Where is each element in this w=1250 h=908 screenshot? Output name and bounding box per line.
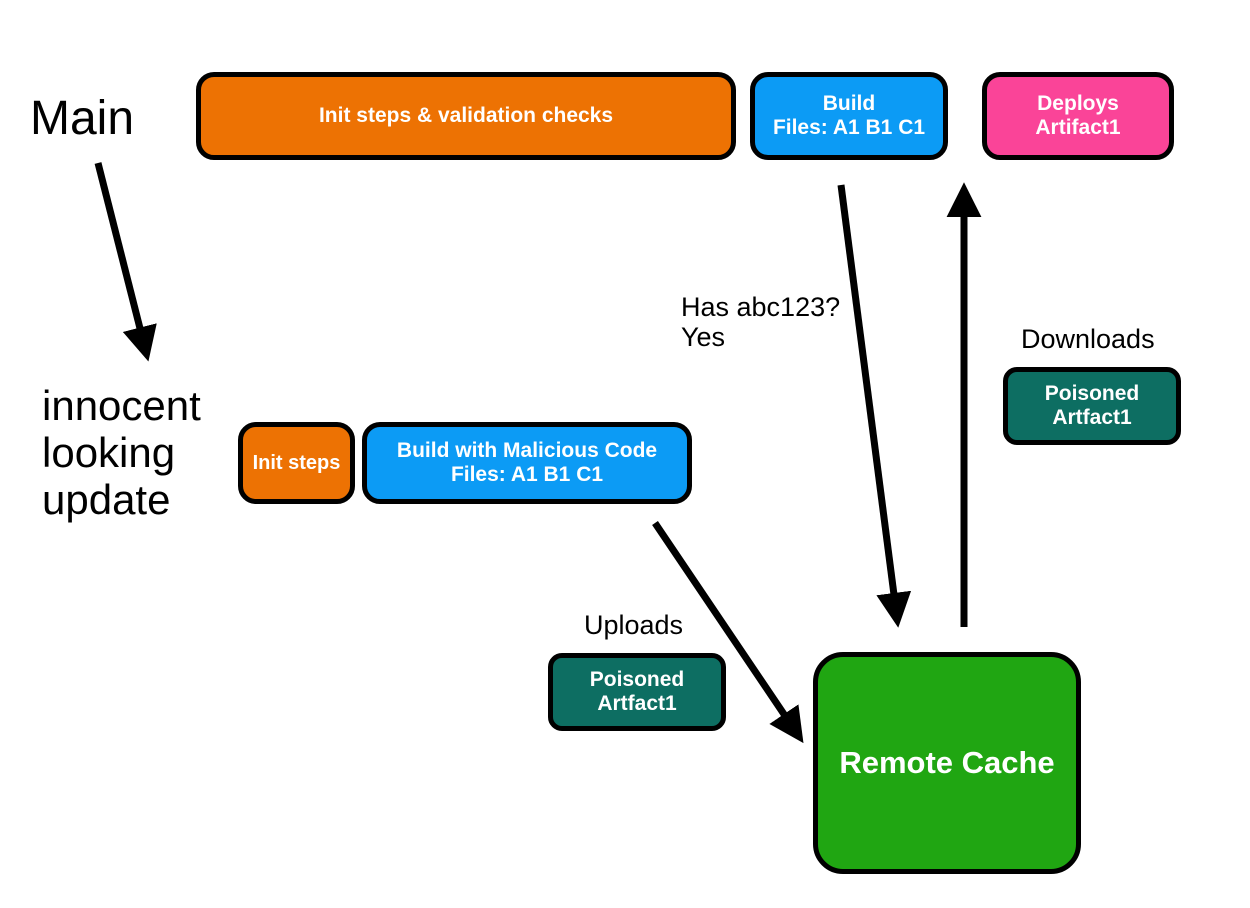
- node-deploys-artifact[interactable]: Deploys Artifact1: [982, 72, 1174, 160]
- node-init-validation[interactable]: Init steps & validation checks: [196, 72, 736, 160]
- node-build-main[interactable]: Build Files: A1 B1 C1: [750, 72, 948, 160]
- arrow-main-to-branch: [94, 162, 157, 362]
- cache-query-label: Has abc123? Yes: [681, 292, 841, 353]
- node-remote-cache[interactable]: Remote Cache: [813, 652, 1081, 874]
- node-init-steps-branch[interactable]: Init steps: [238, 422, 355, 504]
- node-poisoned-artifact-upload[interactable]: Poisoned Artfact1: [548, 653, 726, 731]
- node-poisoned-artifact-download[interactable]: Poisoned Artfact1: [1003, 367, 1181, 445]
- uploads-label: Uploads: [584, 610, 684, 640]
- arrow-build-to-cache: [837, 184, 912, 628]
- lane-label-main: Main: [30, 92, 135, 145]
- lane-label-branch: innocent looking update: [42, 382, 201, 524]
- node-build-malicious[interactable]: Build with Malicious Code Files: A1 B1 C…: [362, 422, 692, 504]
- downloads-label: Downloads: [1021, 324, 1155, 354]
